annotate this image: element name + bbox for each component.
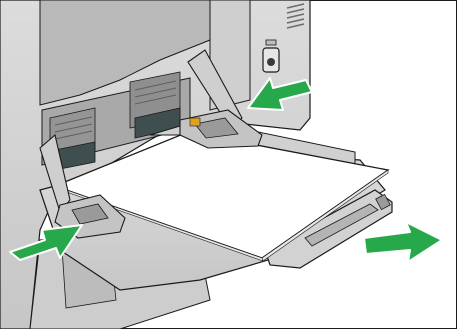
illustration-frame (0, 0, 457, 329)
bypass-tray-illustration (0, 0, 457, 329)
